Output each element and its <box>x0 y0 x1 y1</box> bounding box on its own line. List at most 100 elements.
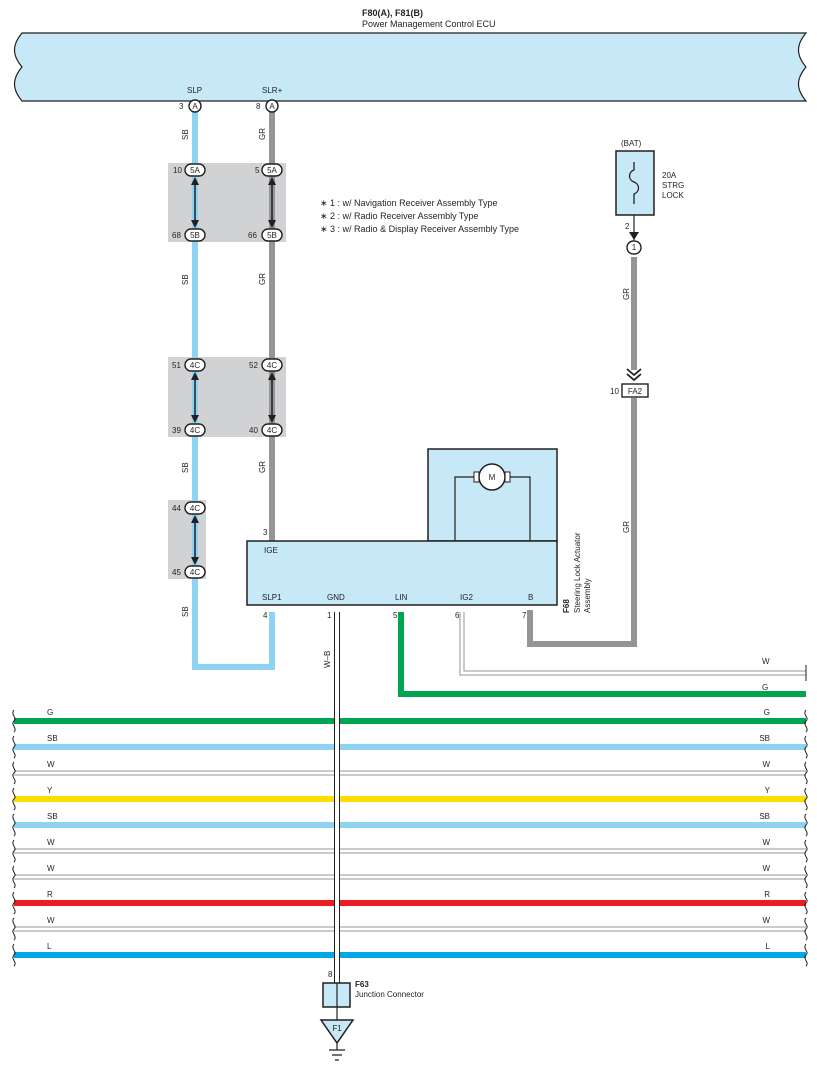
ecu-name: Power Management Control ECU <box>362 19 496 29</box>
actuator-code: F68 <box>562 599 571 613</box>
bus-label-left: W <box>47 916 55 925</box>
motor-icon <box>478 463 506 491</box>
bus-break-right <box>804 865 808 889</box>
connector-pin-num: 51 <box>172 361 181 370</box>
connector-pin-num: 66 <box>248 231 257 240</box>
connector-code: 5A <box>267 166 277 175</box>
bus-label-right: W <box>762 760 770 769</box>
bus-label-left: G <box>47 708 53 717</box>
wire-gr-b <box>527 398 637 647</box>
ecu-connector-a-slr: A <box>265 99 279 113</box>
arrow-down-icon <box>191 415 199 423</box>
junction-pin-num: 8 <box>328 970 333 979</box>
pin-label-b: B <box>528 593 533 602</box>
connector-code: 5A <box>190 166 200 175</box>
actuator-name-line2: Assembly <box>583 578 592 613</box>
arrow-up-icon <box>191 515 199 523</box>
bus-label-right: SB <box>759 812 770 821</box>
bus-label-right: L <box>766 942 771 951</box>
bus-break-left <box>12 709 16 733</box>
bus-label-left: L <box>47 942 52 951</box>
pin-label-slp1: SLP1 <box>262 593 282 602</box>
fuse-box <box>615 150 655 216</box>
connector-code: 4C <box>267 361 277 370</box>
connector-4c-single-bottom: 45 4C <box>172 565 206 579</box>
connector-pin-num: 44 <box>172 504 181 513</box>
bus-break-right <box>804 839 808 863</box>
connector-5a-left: 10 5A <box>173 163 206 177</box>
wire-label-gr: GR <box>258 461 267 473</box>
motor-label: M <box>489 473 496 482</box>
arrow-down-icon <box>191 220 199 228</box>
pin-num-lin: 5 <box>393 611 398 620</box>
bus-label-left: SB <box>47 812 58 821</box>
bus-label-left: W <box>47 838 55 847</box>
ground-triangle <box>319 1019 355 1045</box>
bus-break-right <box>804 709 808 733</box>
bus-label-left: R <box>47 890 53 899</box>
fa2-label: FA2 <box>628 387 643 396</box>
pin-num-b: 7 <box>522 611 527 620</box>
note-1: ∗ 1 : w/ Navigation Receiver Assembly Ty… <box>320 198 497 208</box>
bus-label-right: R <box>764 890 770 899</box>
connector-pin-num: 39 <box>172 426 181 435</box>
connector-code: 4C <box>190 568 200 577</box>
bus-break-right <box>804 787 808 811</box>
wire-label-sb: SB <box>181 606 190 617</box>
bus-break-left <box>12 735 16 759</box>
ige-label: IGE <box>264 546 278 555</box>
bus-break-left <box>12 813 16 837</box>
bus-break-right <box>804 761 808 785</box>
motor-housing <box>427 448 558 542</box>
actuator-name-line1: Steering Lock Actuator <box>573 532 582 613</box>
ecu-connector-a-slp: A <box>188 99 202 113</box>
connector-code: 5B <box>190 231 200 240</box>
connector-code: A <box>192 102 198 111</box>
connector-code: 4C <box>190 426 200 435</box>
ecu-code: F80(A), F81(B) <box>362 8 423 18</box>
bus-break-right <box>804 891 808 915</box>
wire-label-gr: GR <box>258 128 267 140</box>
pin-label-lin: LIN <box>395 593 408 602</box>
arrow-down-icon <box>268 220 276 228</box>
actuator-body <box>246 540 558 606</box>
ecu-pin-num-slp: 3 <box>179 102 184 111</box>
wire-label-sb: SB <box>181 274 190 285</box>
connector-code: 4C <box>190 361 200 370</box>
arrow-up-icon <box>191 177 199 185</box>
fuse-name-line1: STRG <box>662 181 684 190</box>
bus-label-right: W <box>762 838 770 847</box>
pin-num-ig2: 6 <box>455 611 460 620</box>
bus-top-label-g: G <box>762 683 768 692</box>
bus-break-left <box>12 891 16 915</box>
pin-label-gnd: GND <box>327 593 345 602</box>
connector-pin-num: 40 <box>249 426 258 435</box>
bus-break-left <box>12 761 16 785</box>
connector-4c-bottom-left: 39 4C <box>172 423 206 437</box>
connector-code: A <box>269 102 275 111</box>
connector-4c-top-left: 51 4C <box>172 358 206 372</box>
wire-label-gr: GR <box>258 273 267 285</box>
wire-label-sb: SB <box>181 462 190 473</box>
fuse-pin-num: 2 <box>625 222 630 231</box>
bus-label-left: W <box>47 760 55 769</box>
bus-label-left: W <box>47 864 55 873</box>
ecu-pin-num-slr: 8 <box>256 102 261 111</box>
fa2-pin-num: 10 <box>610 387 619 396</box>
bus-top-label-w: W <box>762 657 770 666</box>
bus-break-left <box>12 865 16 889</box>
connector-code: 4C <box>190 504 200 513</box>
bus-break-left <box>12 943 16 967</box>
bus-break-right <box>804 813 808 837</box>
bus-break-right <box>804 735 808 759</box>
bus-break-left <box>12 787 16 811</box>
ecu-pin-label-slr: SLR+ <box>262 86 283 95</box>
note-3: ∗ 3 : w/ Radio & Display Receiver Assemb… <box>320 224 519 234</box>
wire-w-ig2-inner <box>460 612 806 675</box>
connector-5a-right: 5 5A <box>255 163 283 177</box>
bus-label-right: SB <box>759 734 770 743</box>
wire-label-gr: GR <box>622 288 631 300</box>
bat-label: (BAT) <box>621 139 642 148</box>
